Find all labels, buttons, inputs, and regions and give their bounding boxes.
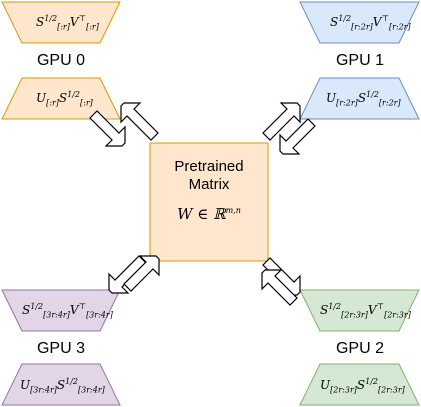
pretrained-matrix-box (149, 142, 269, 262)
gpu3-bottom-trapezoid (1, 363, 121, 406)
gpu1-top-formula: S1/2[r:2r]V⊤[r:2r] (330, 14, 411, 32)
arrow-gpu1-to-center (262, 102, 316, 155)
gpu1-bottom-formula: U[r:2r]S1/2[r:2r] (326, 90, 401, 108)
matrix-equation: W ∈ ℝm,n (177, 205, 241, 223)
gpu2-bottom-formula: U[2r:3r]S1/2[2r:3r] (320, 377, 405, 395)
gpu0-top-formula: S1/2[:r]V⊤[:r] (36, 14, 99, 32)
gpu3-label: GPU 3 (36, 340, 85, 357)
gpu1-top-trapezoid (299, 1, 420, 44)
arrow-gpu2-to-center (261, 257, 301, 306)
gpu2-top-formula: S1/2[2r:3r]V⊤[2r:3r] (320, 302, 411, 320)
gpu0-bottom-trapezoid (1, 77, 121, 120)
gpu2-label: GPU 2 (335, 340, 384, 357)
arrow-gpu3-to-center (108, 255, 160, 294)
center-title-line1: Pretrained (174, 158, 244, 175)
gpu2-bottom-trapezoid (299, 363, 420, 406)
gpu3-bottom-formula: U[3r:4r]S1/2[3r:4r] (20, 377, 105, 395)
pretrained-matrix-title: Pretrained Matrix (150, 158, 268, 194)
gpu1-label: GPU 1 (335, 52, 384, 69)
gpu0-label: GPU 0 (36, 52, 85, 69)
gpu3-top-formula: S1/2[3r:4r]V⊤[3r:4r] (22, 302, 113, 320)
arrow-gpu0-to-center (89, 102, 159, 147)
gpu1-bottom-trapezoid (299, 77, 420, 120)
gpu0-top-trapezoid (1, 1, 121, 44)
gpu2-top-trapezoid (299, 289, 420, 332)
gpu3-top-trapezoid (1, 289, 121, 332)
center-title-line2: Matrix (188, 176, 230, 193)
gpu0-bottom-formula: U[:r]S1/2[:r] (36, 90, 93, 108)
